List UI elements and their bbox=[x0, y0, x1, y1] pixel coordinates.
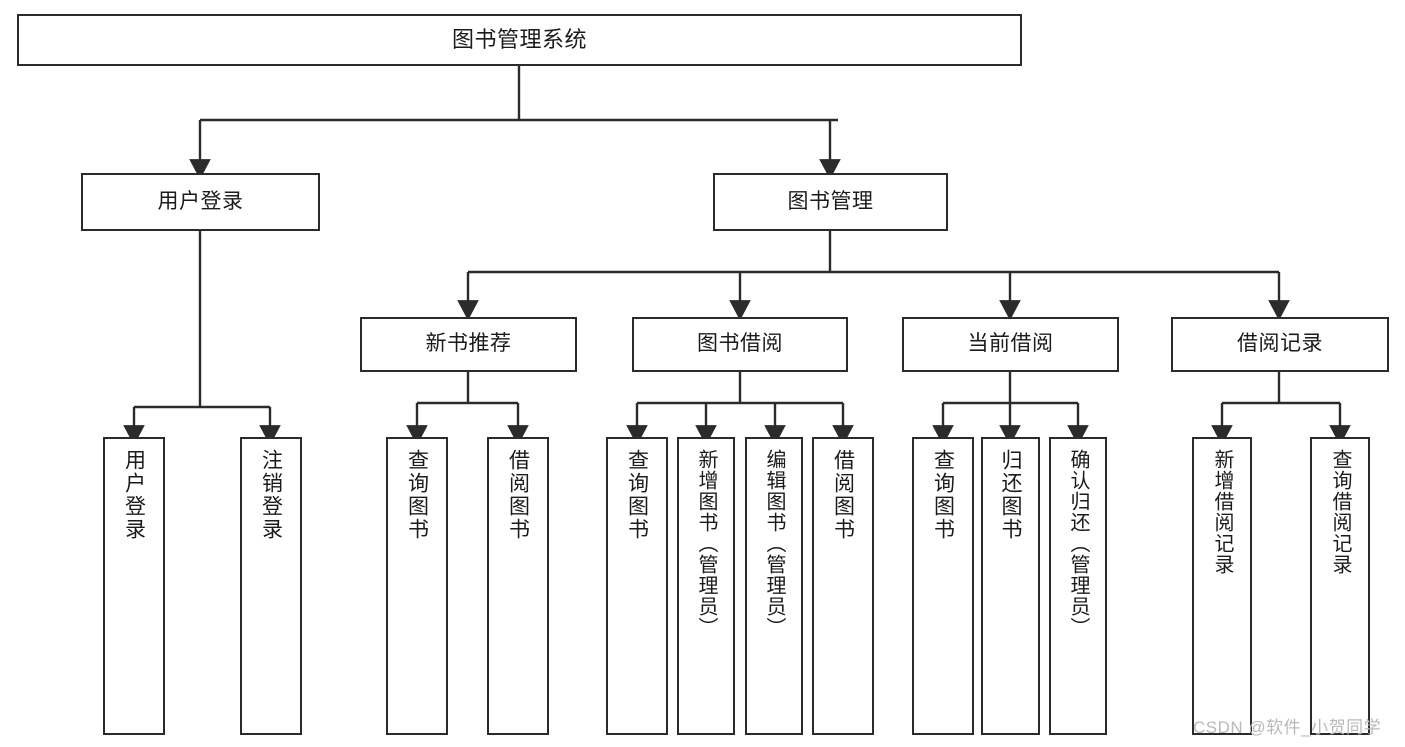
node-new-book-recommend[interactable]: 新书推荐 bbox=[360, 317, 577, 372]
watermark-text: CSDN @软件_小贺同学 bbox=[1193, 718, 1382, 737]
leaf-query-book-2-label: 查询图书 bbox=[625, 449, 649, 541]
node-root-label: 图书管理系统 bbox=[451, 27, 587, 53]
node-book-manage-label: 图书管理 bbox=[787, 189, 874, 213]
leaf-add-book[interactable]: 新增图书（管理员） bbox=[677, 437, 735, 735]
leaf-confirm-return-label: 确认归还（管理员） bbox=[1067, 449, 1089, 638]
leaf-confirm-return[interactable]: 确认归还（管理员） bbox=[1049, 437, 1107, 735]
leaf-query-book-2[interactable]: 查询图书 bbox=[606, 437, 668, 735]
leaf-borrow-book-1[interactable]: 借阅图书 bbox=[487, 437, 549, 735]
leaf-query-record-label: 查询借阅记录 bbox=[1329, 449, 1351, 575]
node-root[interactable]: 图书管理系统 bbox=[17, 14, 1022, 66]
node-book-manage[interactable]: 图书管理 bbox=[713, 173, 948, 231]
leaf-return-book-label: 归还图书 bbox=[999, 449, 1022, 541]
node-book-borrow-label: 图书借阅 bbox=[697, 332, 783, 356]
node-current-borrow-label: 当前借阅 bbox=[967, 332, 1054, 356]
leaf-query-record[interactable]: 查询借阅记录 bbox=[1310, 437, 1370, 735]
leaf-add-record-label: 新增借阅记录 bbox=[1211, 449, 1233, 575]
node-user-login[interactable]: 用户登录 bbox=[81, 173, 320, 231]
leaf-query-book-3[interactable]: 查询图书 bbox=[912, 437, 974, 735]
node-borrow-record[interactable]: 借阅记录 bbox=[1171, 317, 1389, 372]
node-book-borrow[interactable]: 图书借阅 bbox=[632, 317, 848, 372]
leaf-borrow-book-2-label: 借阅图书 bbox=[831, 449, 855, 541]
node-user-login-label: 用户登录 bbox=[157, 189, 244, 213]
node-new-book-recommend-label: 新书推荐 bbox=[425, 332, 512, 356]
leaf-borrow-book-2[interactable]: 借阅图书 bbox=[812, 437, 874, 735]
leaf-logout[interactable]: 注销登录 bbox=[240, 437, 302, 735]
leaf-add-record[interactable]: 新增借阅记录 bbox=[1192, 437, 1252, 735]
leaf-edit-book[interactable]: 编辑图书（管理员） bbox=[745, 437, 803, 735]
leaf-return-book[interactable]: 归还图书 bbox=[981, 437, 1040, 735]
leaf-query-book-1[interactable]: 查询图书 bbox=[386, 437, 448, 735]
leaf-query-book-1-label: 查询图书 bbox=[405, 449, 429, 541]
leaf-logout-label: 注销登录 bbox=[259, 449, 283, 541]
leaf-edit-book-label: 编辑图书（管理员） bbox=[763, 449, 785, 638]
leaf-query-book-3-label: 查询图书 bbox=[931, 449, 955, 541]
node-current-borrow[interactable]: 当前借阅 bbox=[902, 317, 1119, 372]
leaf-add-book-label: 新增图书（管理员） bbox=[695, 449, 717, 638]
leaf-user-login[interactable]: 用户登录 bbox=[103, 437, 165, 735]
node-borrow-record-label: 借阅记录 bbox=[1237, 332, 1323, 356]
leaf-borrow-book-1-label: 借阅图书 bbox=[506, 449, 530, 541]
leaf-user-login-label: 用户登录 bbox=[122, 449, 146, 541]
